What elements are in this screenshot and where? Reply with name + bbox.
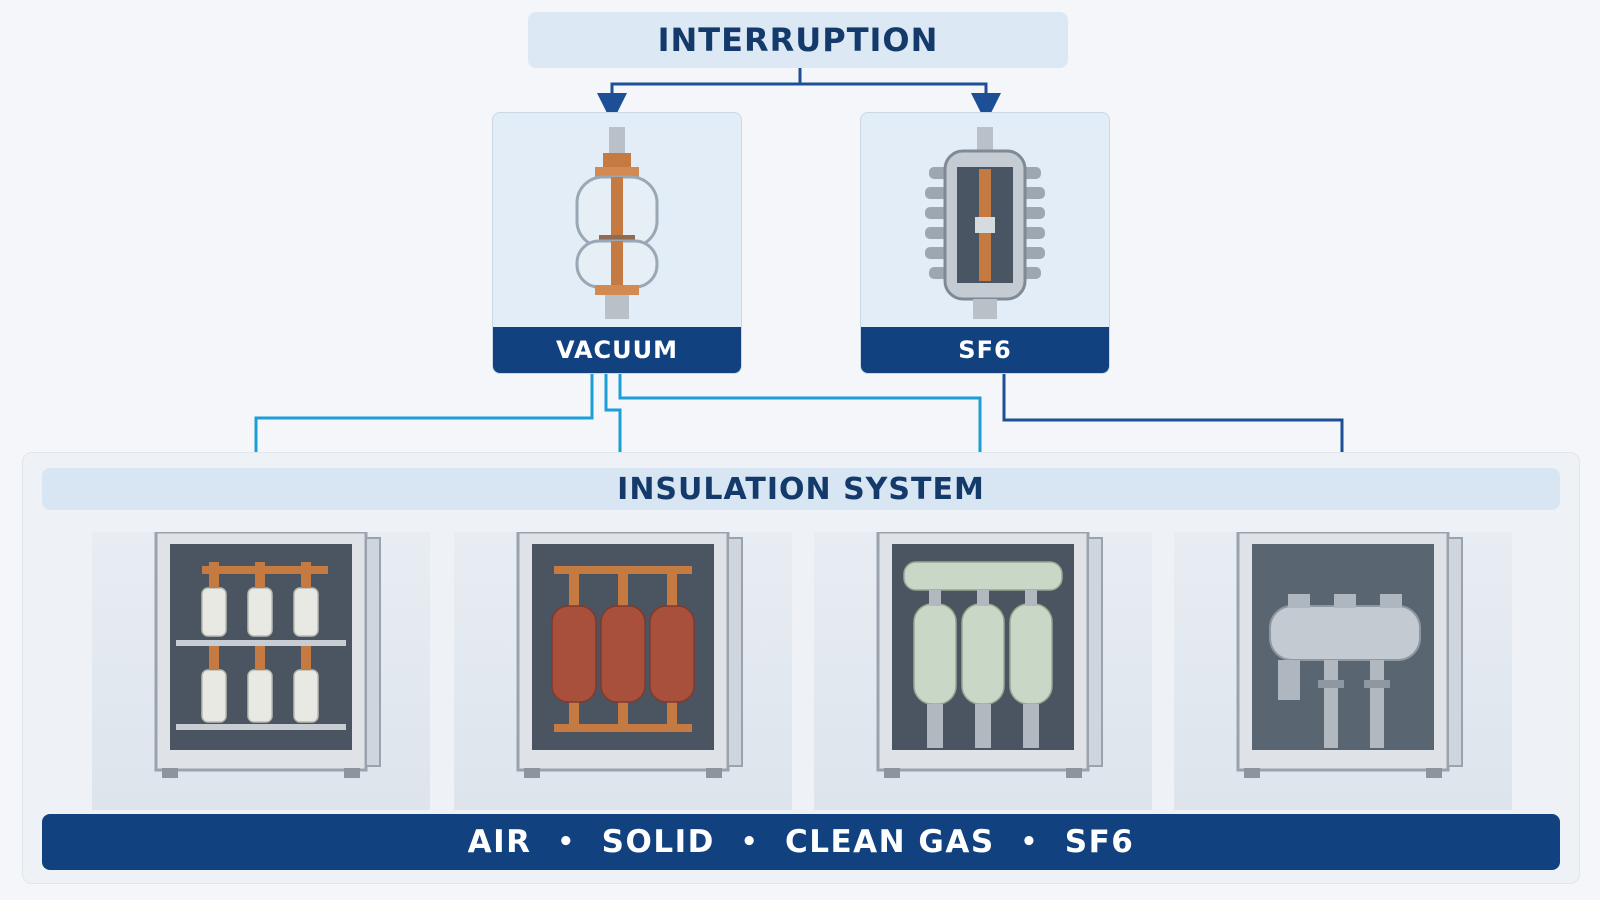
vacuum-label: VACUUM (493, 327, 741, 373)
connector-interruption-to-sf6 (800, 82, 1001, 123)
sf6-label: SF6 (861, 327, 1109, 373)
connector-interruption-to-vacuum (597, 68, 802, 123)
type-solid: SOLID (601, 824, 715, 860)
solid-insulated-cabinet[interactable] (454, 530, 792, 810)
separator-dot: • (557, 827, 576, 857)
separator-dot: • (1020, 827, 1039, 857)
vacuum-interrupter-icon (575, 127, 659, 319)
separator-dot: • (740, 827, 759, 857)
interruption-title: INTERRUPTION (528, 12, 1068, 68)
solid-insulated-cabinet-icon (516, 530, 743, 778)
type-sf6: SF6 (1064, 824, 1135, 860)
sf6-card[interactable]: SF6 (860, 112, 1110, 374)
clean-gas-insulated-cabinet-icon (876, 530, 1103, 778)
air-insulated-cabinet-icon (154, 530, 381, 778)
sf6-gas-insulated-cabinet[interactable] (1174, 530, 1512, 810)
sf6-interrupter-icon (925, 127, 1045, 319)
insulation-types-bar: AIR • SOLID • CLEAN GAS • SF6 (42, 814, 1560, 870)
type-air: AIR (467, 824, 532, 860)
vacuum-card[interactable]: VACUUM (492, 112, 742, 374)
air-insulated-cabinet[interactable] (92, 530, 430, 810)
type-clean-gas: CLEAN GAS (784, 824, 995, 860)
sf6-gas-insulated-cabinet-icon (1236, 530, 1463, 778)
clean-gas-insulated-cabinet[interactable] (814, 530, 1152, 810)
insulation-system-title: INSULATION SYSTEM (42, 468, 1560, 510)
